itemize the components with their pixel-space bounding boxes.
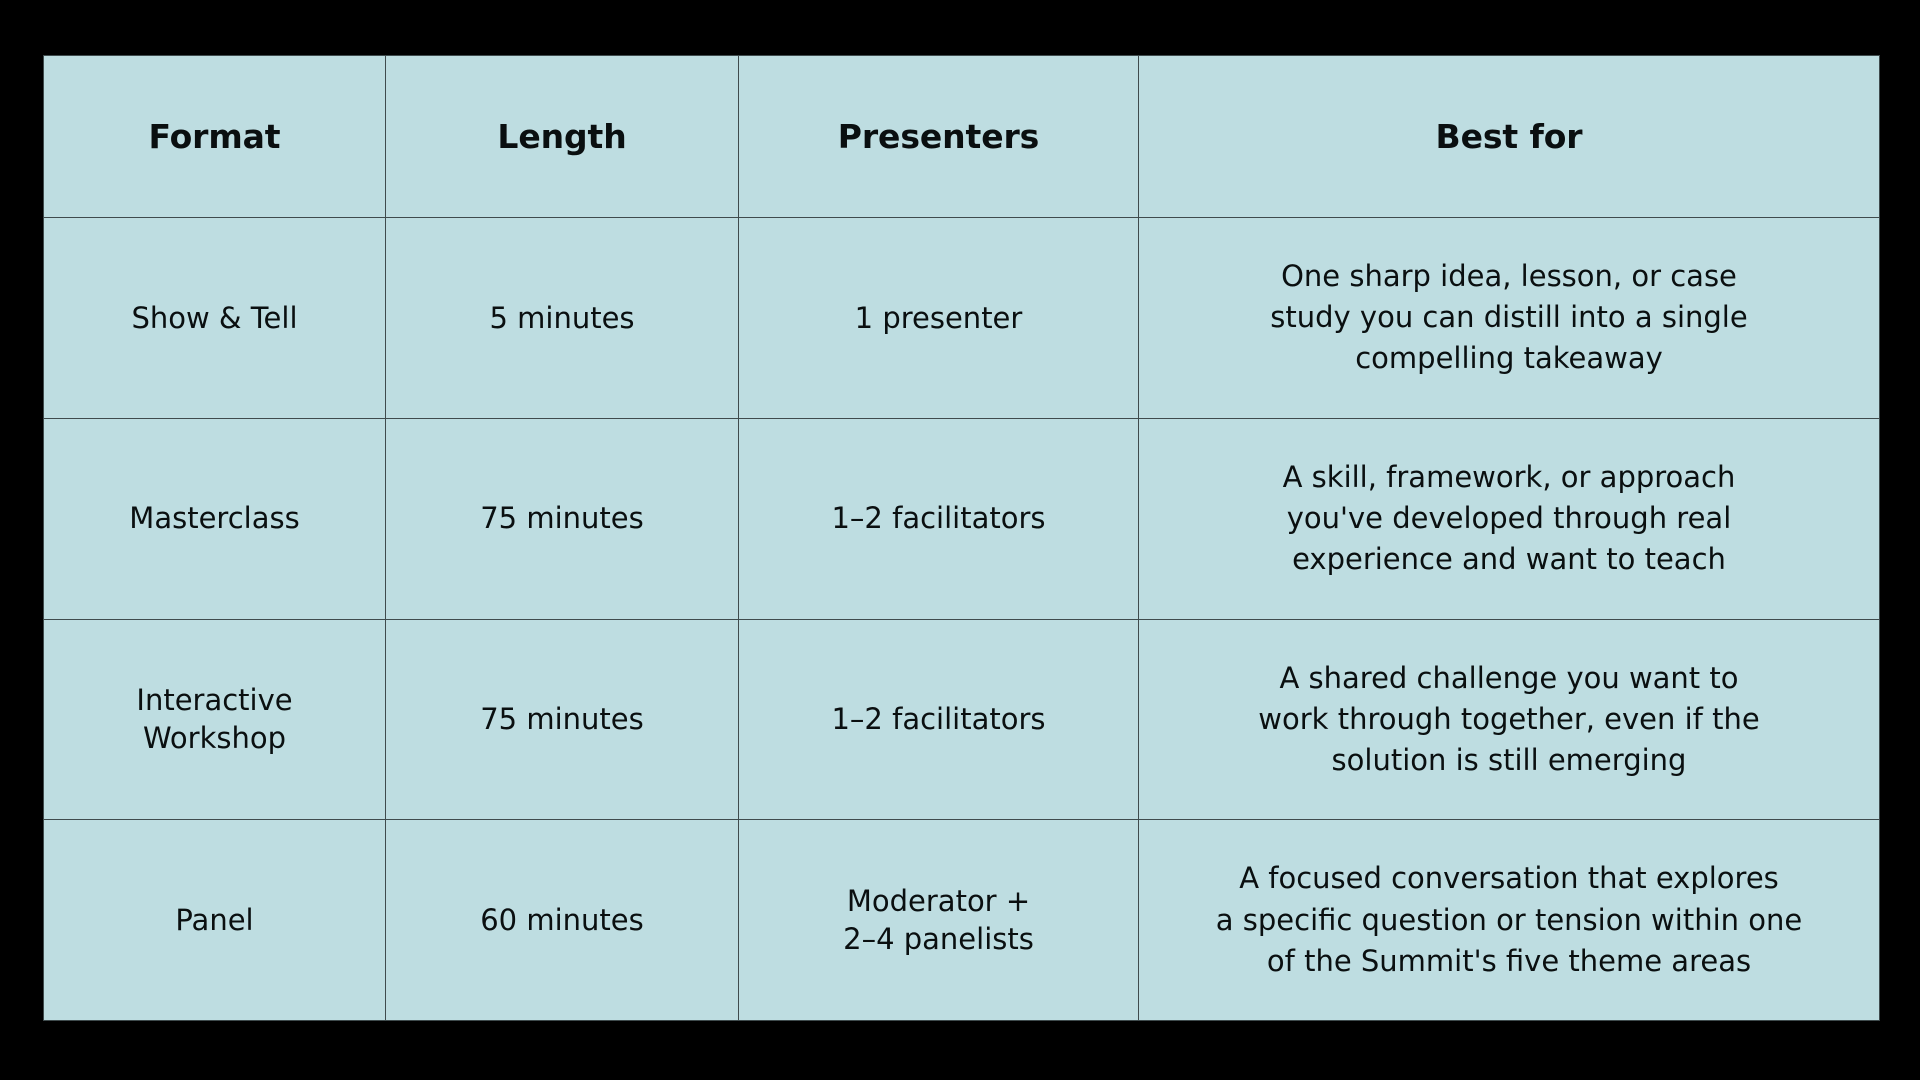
cell-presenters-line: 1 presenter	[854, 300, 1023, 335]
cell-best-for-line: study you can distill into a single	[1270, 300, 1748, 335]
cell-presenters-line: 2–4 panelists	[843, 922, 1034, 957]
column-header-presenters: Presenters	[738, 55, 1139, 218]
cell-presenters: Moderator + 2–4 panelists	[738, 819, 1139, 1021]
cell-format-line: Masterclass	[129, 501, 300, 536]
cell-best-for: A shared challenge you want to work throu…	[1138, 618, 1880, 821]
cell-best-for-line: One sharp idea, lesson, or case	[1281, 259, 1737, 294]
cell-best-for-line: work through together, even if the	[1258, 701, 1760, 736]
table-body: Show & Tell 5 minutes 1 presenter One sharp…	[43, 217, 1880, 1021]
cell-best-for-line: A skill, framework, or approach	[1282, 459, 1736, 494]
cell-presenters-line: 1–2 facilitators	[831, 702, 1046, 737]
cell-best-for: One sharp idea, lesson, or case study you…	[1138, 217, 1880, 419]
cell-presenters: 1–2 facilitators	[738, 417, 1139, 620]
cell-presenters: 1 presenter	[738, 217, 1139, 419]
cell-length: 5 minutes	[385, 217, 739, 419]
cell-format-line: Show & Tell	[131, 300, 298, 335]
table-header: Format Length Presenters Best for	[43, 55, 1880, 218]
cell-best-for-line: A shared challenge you want to	[1279, 660, 1739, 695]
cell-best-for-line: you've developed through real	[1286, 501, 1732, 536]
cell-presenters-line: Moderator +	[846, 883, 1031, 918]
column-header-length: Length	[385, 55, 739, 218]
cell-format: Panel	[43, 819, 386, 1021]
cell-best-for-line: solution is still emerging	[1331, 742, 1687, 777]
cell-best-for-line: A focused conversation that explores	[1239, 861, 1779, 896]
cell-best-for-line: of the Summit's five theme areas	[1266, 943, 1752, 978]
cell-length: 60 minutes	[385, 819, 739, 1021]
cell-format-line: Interactive	[136, 683, 293, 718]
cell-presenters: 1–2 facilitators	[738, 618, 1139, 821]
cell-length: 75 minutes	[385, 618, 739, 821]
cell-format: Masterclass	[43, 417, 386, 620]
cell-best-for: A focused conversation that explores a sp…	[1138, 819, 1880, 1021]
cell-best-for-line: a specific question or tension within on…	[1215, 902, 1803, 937]
cell-format-line: Workshop	[142, 721, 287, 756]
cell-format-line: Panel	[175, 902, 254, 937]
table-row: Show & Tell 5 minutes 1 presenter One sharp…	[43, 217, 1880, 419]
header-row: Format Length Presenters Best for	[43, 55, 1880, 218]
session-formats-table: Format Length Presenters Best for Show &…	[43, 55, 1880, 1021]
cell-best-for: A skill, framework, or approach you've de…	[1138, 417, 1880, 620]
table-row: Masterclass 75 minutes 1–2 facilitators A s…	[43, 417, 1880, 620]
cell-best-for-line: experience and want to teach	[1292, 542, 1726, 577]
cell-presenters-line: 1–2 facilitators	[831, 501, 1046, 536]
column-header-format: Format	[43, 55, 386, 218]
cell-length: 75 minutes	[385, 417, 739, 620]
cell-best-for-line: compelling takeaway	[1355, 341, 1663, 376]
column-header-best-for: Best for	[1138, 55, 1880, 218]
cell-format: Show & Tell	[43, 217, 386, 419]
table-row: Panel 60 minutes Moderator + 2–4 panelists A…	[43, 819, 1880, 1021]
